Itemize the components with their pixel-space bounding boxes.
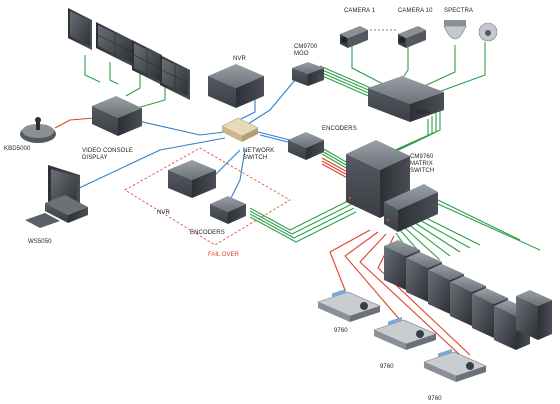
label-line: CM9700 [294,44,318,50]
nvr-top-label: NVR [233,56,247,62]
cm9700-mgo-device [292,62,324,86]
encoders-failover-label: ENCODERS [190,230,225,236]
mda-device [368,76,444,122]
mda-label: MDA [416,110,430,116]
kbd5000-joystick [20,117,56,143]
nvr-failover-device [168,160,216,198]
ws5050-label: WS5050 [28,239,52,245]
keyboard-9760-1 [317,288,381,322]
nvr-failover-label: NVR [157,210,171,216]
label-line: MATRIX [410,161,433,167]
label-line: MGO [294,51,309,57]
keyboard-9760-3 [423,348,487,382]
fail-over-label: FAIL OVER [208,252,239,258]
monitor [132,40,162,85]
video-console-device [92,96,142,136]
monitor-wall [68,8,190,100]
camera-1-label: CAMERA 1 [344,8,376,14]
encoders-top-device [288,132,324,160]
monitor [516,290,552,340]
keyboard-9760-2 [373,316,437,350]
keyboard-9760-1-label: 9760 [334,328,348,334]
monitor-bank [384,240,552,350]
camera-1 [340,26,368,48]
monitor [160,55,190,100]
label-line: NETWORK [243,148,274,154]
ws5050-workstation [25,165,88,228]
label-line: SWITCH [410,168,434,174]
label-line: CM9760 [410,154,434,160]
keyboard-9760-3-label: 9760 [428,396,442,402]
spectra-label: SPECTRA [444,8,473,14]
cm9760-matrix-switch [346,140,438,232]
spectra-dome-camera [443,20,467,40]
camera-10-label: CAMERA 10 [398,8,433,14]
network-switch-device [221,117,259,142]
failover-boundary [124,147,291,246]
encoders-failover-device [210,196,246,224]
label-line: VIDEO CONSOLE [82,148,133,154]
green-wires [84,42,541,269]
small-dome-camera [478,22,498,42]
camera-10 [398,26,426,48]
monitor [68,8,92,50]
kbd5000-label: KBD5000 [4,146,31,152]
nvr-top-device [208,64,264,108]
monitor [96,22,134,67]
red-wires [54,117,471,356]
label-line: SWITCH [243,155,267,161]
encoders-top-label: ENCODERS [322,126,357,132]
label-line: DISPLAY [82,155,108,161]
keyboard-9760-2-label: 9760 [380,364,394,370]
